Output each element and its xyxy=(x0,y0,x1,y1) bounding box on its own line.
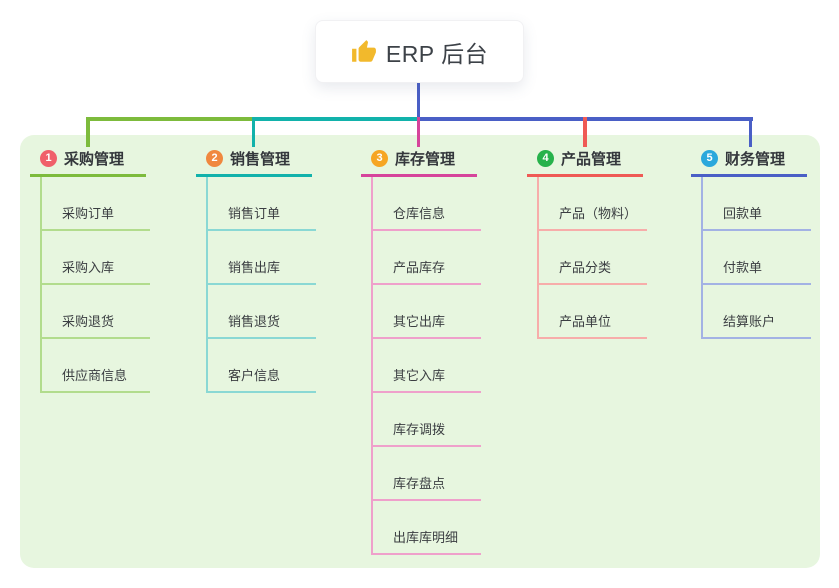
child-node-label: 产品库存 xyxy=(393,260,446,275)
child-node-label: 库存调拨 xyxy=(393,422,446,437)
child-node-product-category[interactable]: 产品分类 xyxy=(539,231,647,285)
child-node-stock-count[interactable]: 库存盘点 xyxy=(373,447,481,501)
edge-drop-product xyxy=(583,117,587,147)
child-node-purchase-return[interactable]: 采购退货 xyxy=(42,285,150,339)
branch-product-management: 4 产品管理 产品（物料） 产品分类 产品单位 xyxy=(527,147,647,339)
mindmap-background-panel xyxy=(20,135,820,568)
child-node-outbound-detail[interactable]: 出库库明细 xyxy=(373,501,481,555)
child-node-label: 销售订单 xyxy=(228,206,281,221)
child-node-purchase-order[interactable]: 采购订单 xyxy=(42,177,150,231)
child-node-label: 其它入库 xyxy=(393,368,446,383)
branch-children-group: 产品（物料） 产品分类 产品单位 xyxy=(537,177,647,339)
child-node-supplier-info[interactable]: 供应商信息 xyxy=(42,339,150,393)
branch-children-group: 回款单 付款单 结算账户 xyxy=(701,177,811,339)
child-node-warehouse-info[interactable]: 仓库信息 xyxy=(373,177,481,231)
child-node-receipt-note[interactable]: 回款单 xyxy=(703,177,811,231)
child-node-payment-note[interactable]: 付款单 xyxy=(703,231,811,285)
child-node-label: 采购订单 xyxy=(62,206,115,221)
branch-node-product[interactable]: 4 产品管理 xyxy=(527,147,643,177)
branch-children-group: 销售订单 销售出库 销售退货 客户信息 xyxy=(206,177,316,393)
branch-number-badge: 1 xyxy=(40,149,57,167)
branch-node-sales[interactable]: 2 销售管理 xyxy=(196,147,312,177)
child-node-label: 产品（物料） xyxy=(559,206,638,221)
branch-node-label: 财务管理 xyxy=(725,150,786,168)
root-node-label: ERP 后台 xyxy=(385,40,489,67)
branch-node-label: 产品管理 xyxy=(561,150,622,168)
child-node-label: 产品单位 xyxy=(559,314,612,329)
branch-children-group: 采购订单 采购入库 采购退货 供应商信息 xyxy=(40,177,150,393)
child-node-other-inbound[interactable]: 其它入库 xyxy=(373,339,481,393)
child-node-label: 出库库明细 xyxy=(393,530,459,545)
branch-sales-management: 2 销售管理 销售订单 销售出库 销售退货 客户信息 xyxy=(196,147,316,393)
child-node-label: 结算账户 xyxy=(723,314,776,329)
child-node-settlement-account[interactable]: 结算账户 xyxy=(703,285,811,339)
child-node-label: 供应商信息 xyxy=(62,368,128,383)
child-node-label: 库存盘点 xyxy=(393,476,446,491)
branch-number-badge: 4 xyxy=(537,149,554,167)
branch-number-badge: 2 xyxy=(206,149,223,167)
thumbs-up-icon xyxy=(351,39,377,65)
child-node-label: 产品分类 xyxy=(559,260,612,275)
branch-purchase-management: 1 采购管理 采购订单 采购入库 采购退货 供应商信息 xyxy=(30,147,150,393)
child-node-product-material[interactable]: 产品（物料） xyxy=(539,177,647,231)
edge-drop-finance xyxy=(748,117,752,147)
branch-node-label: 库存管理 xyxy=(395,150,456,168)
branch-children-group: 仓库信息 产品库存 其它出库 其它入库 库存调拨 库存盘点 出库库明细 xyxy=(371,177,481,555)
child-node-customer-info[interactable]: 客户信息 xyxy=(208,339,316,393)
child-node-product-stock[interactable]: 产品库存 xyxy=(373,231,481,285)
branch-number-badge: 5 xyxy=(701,149,718,167)
child-node-label: 销售退货 xyxy=(228,314,281,329)
child-node-other-outbound[interactable]: 其它出库 xyxy=(373,285,481,339)
edge-drop-inventory xyxy=(416,117,420,147)
child-node-label: 仓库信息 xyxy=(393,206,446,221)
edge-drop-sales xyxy=(251,117,255,147)
child-node-sales-order[interactable]: 销售订单 xyxy=(208,177,316,231)
child-node-label: 回款单 xyxy=(723,206,763,221)
edge-root-drop xyxy=(416,83,420,120)
branch-finance-management: 5 财务管理 回款单 付款单 结算账户 xyxy=(691,147,811,339)
child-node-label: 付款单 xyxy=(723,260,763,275)
child-node-label: 采购入库 xyxy=(62,260,115,275)
edge-bus-sales xyxy=(251,117,419,121)
edge-bus-purchase xyxy=(86,117,253,121)
root-node[interactable]: ERP 后台 xyxy=(315,20,524,83)
child-node-product-unit[interactable]: 产品单位 xyxy=(539,285,647,339)
child-node-label: 客户信息 xyxy=(228,368,281,383)
branch-number-badge: 3 xyxy=(371,149,388,167)
child-node-purchase-inbound[interactable]: 采购入库 xyxy=(42,231,150,285)
branch-node-inventory[interactable]: 3 库存管理 xyxy=(361,147,477,177)
branch-node-purchase[interactable]: 1 采购管理 xyxy=(30,147,146,177)
child-node-label: 采购退货 xyxy=(62,314,115,329)
child-node-sales-return[interactable]: 销售退货 xyxy=(208,285,316,339)
edge-drop-purchase xyxy=(86,117,90,147)
branch-node-label: 销售管理 xyxy=(230,150,291,168)
branch-node-finance[interactable]: 5 财务管理 xyxy=(691,147,807,177)
branch-inventory-management: 3 库存管理 仓库信息 产品库存 其它出库 其它入库 库存调拨 库存盘点 出库库… xyxy=(361,147,481,555)
child-node-stock-transfer[interactable]: 库存调拨 xyxy=(373,393,481,447)
child-node-sales-outbound[interactable]: 销售出库 xyxy=(208,231,316,285)
child-node-label: 其它出库 xyxy=(393,314,446,329)
child-node-label: 销售出库 xyxy=(228,260,281,275)
branch-node-label: 采购管理 xyxy=(64,150,125,168)
